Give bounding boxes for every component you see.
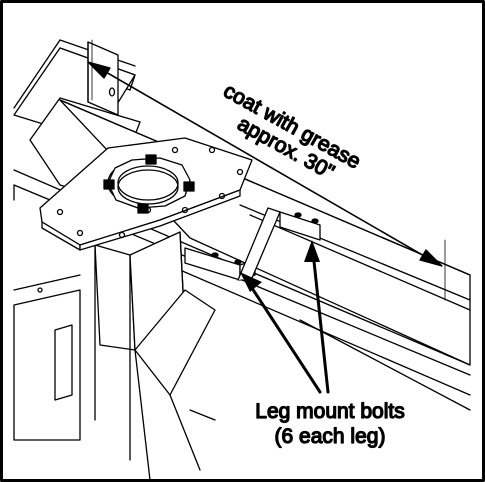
plate-hole — [208, 146, 216, 154]
leg-bracket — [237, 207, 281, 281]
dimension-line — [87, 39, 446, 301]
diagonal-brace — [134, 289, 216, 481]
collar-tab — [145, 154, 157, 165]
callout-arrow-left — [246, 280, 322, 394]
callout-text-line2: (6 each leg) — [275, 425, 386, 448]
collar-tab — [183, 181, 195, 192]
bracket-hole — [108, 87, 116, 97]
bolt-block-right — [279, 211, 321, 241]
plate-hole — [181, 206, 189, 214]
plate-hole — [56, 208, 64, 216]
callout-arrowhead-left — [240, 272, 262, 292]
left-leg — [13, 274, 81, 441]
dimension-arrowhead-end — [419, 249, 443, 267]
collar-tab — [103, 179, 115, 190]
plate-hole — [171, 146, 179, 154]
callout-arrowhead-right — [304, 240, 320, 262]
bearing-collar — [103, 154, 195, 214]
callout-arrows — [240, 240, 330, 394]
plate-hole — [118, 231, 126, 239]
plate-hole — [76, 229, 84, 237]
leg-hole — [37, 287, 43, 293]
lower-beam — [179, 269, 471, 411]
top-bracket — [87, 41, 119, 116]
callout-text-line1: Leg mount bolts — [255, 400, 404, 423]
callout-arrow-right — [311, 250, 330, 394]
plate-hole — [236, 168, 244, 176]
plate-hole — [218, 192, 226, 200]
collar-tab — [137, 203, 149, 214]
dimension-arrowhead-start — [87, 61, 111, 79]
